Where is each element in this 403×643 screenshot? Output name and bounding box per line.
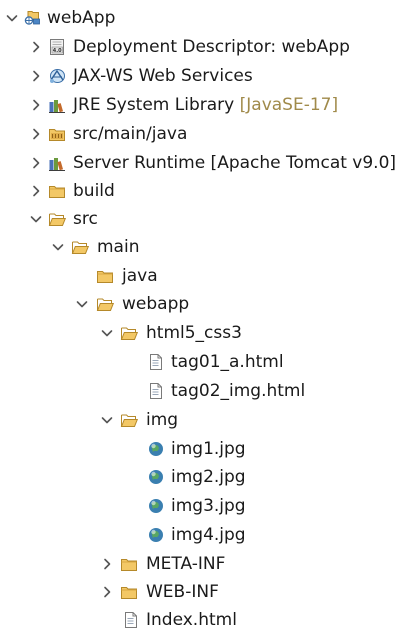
tree-item-web-inf[interactable]: WEB-INF (0, 578, 403, 606)
tree-item-label: webapp (122, 294, 190, 314)
folder-open-icon (96, 295, 114, 313)
web-services-icon (48, 67, 66, 85)
chevron-down-icon[interactable] (4, 10, 20, 26)
html-file-icon (147, 353, 165, 371)
chevron-right-icon[interactable] (99, 584, 115, 600)
tree-item-src[interactable]: src (0, 205, 403, 233)
tree-item-deployment-descriptor[interactable]: Deployment Descriptor: webApp (0, 33, 403, 61)
tree-item-meta-inf[interactable]: META-INF (0, 550, 403, 578)
tree-item-html5-css3[interactable]: html5_css3 (0, 319, 403, 347)
tree-item-label: Index.html (146, 610, 237, 630)
image-file-icon (147, 440, 165, 458)
tree-item-server-runtime[interactable]: Server Runtime [Apache Tomcat v9.0] (0, 149, 403, 177)
chevron-down-icon[interactable] (28, 211, 44, 227)
tree-item-img4-jpg[interactable]: img4.jpg (0, 521, 403, 549)
library-icon (48, 96, 66, 114)
tree-item-webapp-project[interactable]: webApp (0, 4, 403, 32)
tree-item-label: img4.jpg (171, 525, 246, 545)
source-folder-icon (48, 125, 66, 143)
tree-item-label: tag02_img.html (171, 381, 306, 401)
tree-item-jaxws-web-services[interactable]: JAX-WS Web Services (0, 62, 403, 90)
chevron-right-icon[interactable] (28, 39, 44, 55)
chevron-down-icon[interactable] (99, 325, 115, 341)
chevron-down-icon[interactable] (99, 412, 115, 428)
tree-item-label: src (73, 209, 98, 229)
html-file-icon (147, 382, 165, 400)
chevron-right-icon[interactable] (99, 556, 115, 572)
tree-item-decoration: [JavaSE-17] (239, 95, 339, 115)
chevron-right-icon[interactable] (28, 97, 44, 113)
folder-open-icon (120, 324, 138, 342)
tree-item-index-html[interactable]: Index.html (0, 606, 403, 634)
tree-item-img2-jpg[interactable]: img2.jpg (0, 463, 403, 491)
tree-item-label: html5_css3 (146, 323, 242, 343)
chevron-down-icon[interactable] (50, 239, 66, 255)
folder-icon (120, 583, 138, 601)
tree-item-label: img1.jpg (171, 439, 246, 459)
folder-icon (96, 267, 114, 285)
tree-item-label: img (146, 410, 179, 430)
html-file-icon (122, 611, 140, 629)
chevron-right-icon[interactable] (28, 126, 44, 142)
folder-icon (48, 182, 66, 200)
tree-item-label: JAX-WS Web Services (73, 66, 253, 86)
folder-open-icon (48, 210, 66, 228)
image-file-icon (147, 497, 165, 515)
tree-item-src-main-java[interactable]: src/main/java (0, 120, 403, 148)
tree-item-img3-jpg[interactable]: img3.jpg (0, 492, 403, 520)
tree-item-img1-jpg[interactable]: img1.jpg (0, 435, 403, 463)
chevron-right-icon[interactable] (28, 183, 44, 199)
tree-item-label: src/main/java (73, 124, 188, 144)
tree-item-label: img3.jpg (171, 496, 246, 516)
tree-item-tag02-img-html[interactable]: tag02_img.html (0, 377, 403, 405)
tree-item-jre-system-library[interactable]: JRE System Library [JavaSE-17] (0, 91, 403, 119)
tree-item-label: Server Runtime [Apache Tomcat v9.0] (73, 153, 397, 173)
chevron-right-icon[interactable] (28, 155, 44, 171)
tree-item-label: Deployment Descriptor: webApp (73, 37, 350, 57)
folder-icon (120, 555, 138, 573)
tree-item-label: img2.jpg (171, 467, 246, 487)
tree-item-tag01-a-html[interactable]: tag01_a.html (0, 348, 403, 376)
tree-item-label: JRE System Library (73, 95, 235, 115)
tree-item-label: tag01_a.html (171, 352, 284, 372)
tree-item-build[interactable]: build (0, 177, 403, 205)
tree-item-label-group: JRE System Library [JavaSE-17] (73, 94, 338, 116)
chevron-down-icon[interactable] (74, 296, 90, 312)
tree-item-img[interactable]: img (0, 406, 403, 434)
library-icon (48, 154, 66, 172)
project-icon (23, 9, 41, 27)
chevron-right-icon[interactable] (28, 68, 44, 84)
folder-open-icon (120, 411, 138, 429)
folder-open-icon (71, 238, 89, 256)
image-file-icon (147, 468, 165, 486)
tree-item-label: build (73, 181, 115, 201)
tree-item-main[interactable]: main (0, 233, 403, 261)
tree-item-label: main (97, 237, 140, 257)
tree-item-label: META-INF (146, 554, 226, 574)
tree-item-java[interactable]: java (0, 262, 403, 290)
tree-item-label: webApp (47, 8, 116, 28)
deployment-descriptor-icon (48, 38, 66, 56)
tree-item-webapp-folder[interactable]: webapp (0, 290, 403, 318)
tree-item-label: WEB-INF (146, 582, 219, 602)
image-file-icon (147, 526, 165, 544)
tree-item-label: java (122, 266, 158, 286)
